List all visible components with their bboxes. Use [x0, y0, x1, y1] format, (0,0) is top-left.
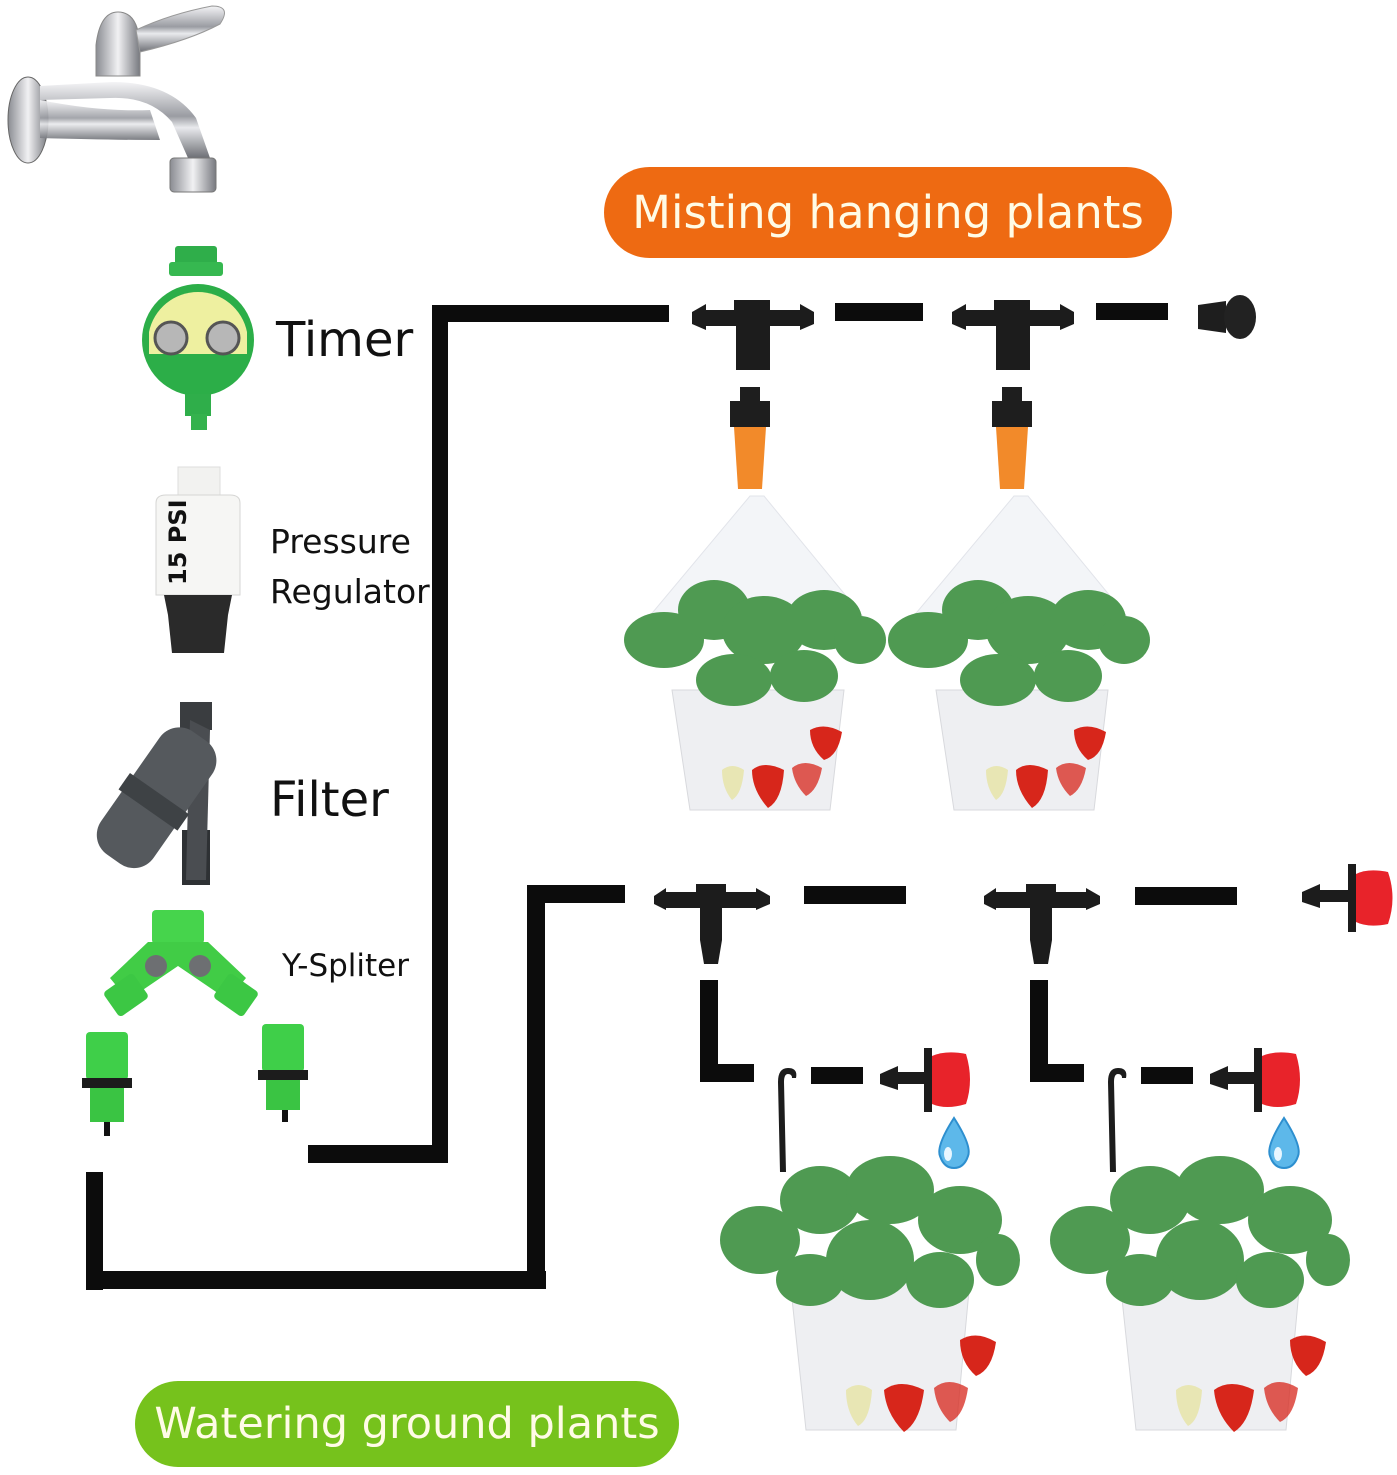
y-splitter-label: Y-Spliter: [282, 948, 409, 984]
drip-stake-1: [778, 1068, 797, 1172]
misting-end-plug: [1198, 295, 1256, 339]
watering-pipe-bottom: [86, 1271, 546, 1289]
ground-plant-1: [720, 1156, 1020, 1432]
psi-marking: 15 PSI: [164, 499, 192, 585]
ground-plant-2: [1050, 1156, 1350, 1432]
filter-label: Filter: [270, 772, 389, 828]
hanging-plant-2: [888, 495, 1150, 811]
timer-icon: [142, 246, 254, 430]
pressure-regulator-icon: 15 PSI: [155, 466, 241, 653]
watering-end-dripper: [1302, 864, 1393, 932]
pressure-regulator-label-line2: Regulator: [270, 572, 430, 611]
branch-pipe-2-vertical: [1030, 980, 1048, 1082]
branch-dripper-1: [880, 1048, 970, 1112]
branch-pipe-2-dripper-segment: [1141, 1067, 1193, 1084]
watering-tee-connector-1: [654, 884, 770, 964]
water-drop-icon-1: [938, 1116, 970, 1170]
watering-section-label: Watering ground plants: [154, 1399, 660, 1449]
y-splitter-icon: [82, 910, 308, 1136]
timer-label: Timer: [276, 312, 414, 368]
misting-tee-connector-1: [692, 300, 814, 370]
watering-tee-connector-2: [984, 884, 1100, 964]
misting-tee-connector-2: [952, 300, 1074, 370]
watering-pipe-top: [527, 885, 625, 903]
branch-pipe-1-vertical: [700, 980, 718, 1082]
misting-pipe-segment-1: [835, 303, 923, 321]
water-drop-icon-2: [1268, 1116, 1300, 1170]
watering-section-badge: Watering ground plants: [135, 1381, 679, 1467]
branch-pipe-1-dripper-segment: [811, 1067, 863, 1084]
faucet-icon: [7, 5, 225, 193]
pressure-regulator-label-line1: Pressure: [270, 522, 411, 561]
watering-pipe-segment-2: [1135, 887, 1237, 905]
hanging-plant-1: [624, 495, 886, 811]
branch-pipe-1-horizontal: [700, 1064, 754, 1082]
drip-stake-2: [1108, 1068, 1127, 1172]
misting-pipe-vertical: [432, 305, 448, 1163]
misting-pipe-from-splitter: [308, 1145, 446, 1163]
branch-dripper-2: [1210, 1048, 1300, 1112]
misting-pipe-top: [432, 305, 669, 322]
misting-pipe-segment-2: [1096, 303, 1168, 320]
watering-pipe-from-splitter: [86, 1172, 103, 1290]
misting-section-label: Misting hanging plants: [632, 186, 1144, 239]
watering-pipe-vertical: [527, 885, 545, 1289]
watering-pipe-segment-1: [804, 886, 906, 904]
misting-nozzle-2: [992, 387, 1032, 489]
branch-pipe-2-horizontal: [1030, 1064, 1084, 1082]
misting-section-badge: Misting hanging plants: [604, 167, 1172, 258]
misting-nozzle-1: [730, 387, 770, 489]
filter-icon: [96, 702, 217, 885]
